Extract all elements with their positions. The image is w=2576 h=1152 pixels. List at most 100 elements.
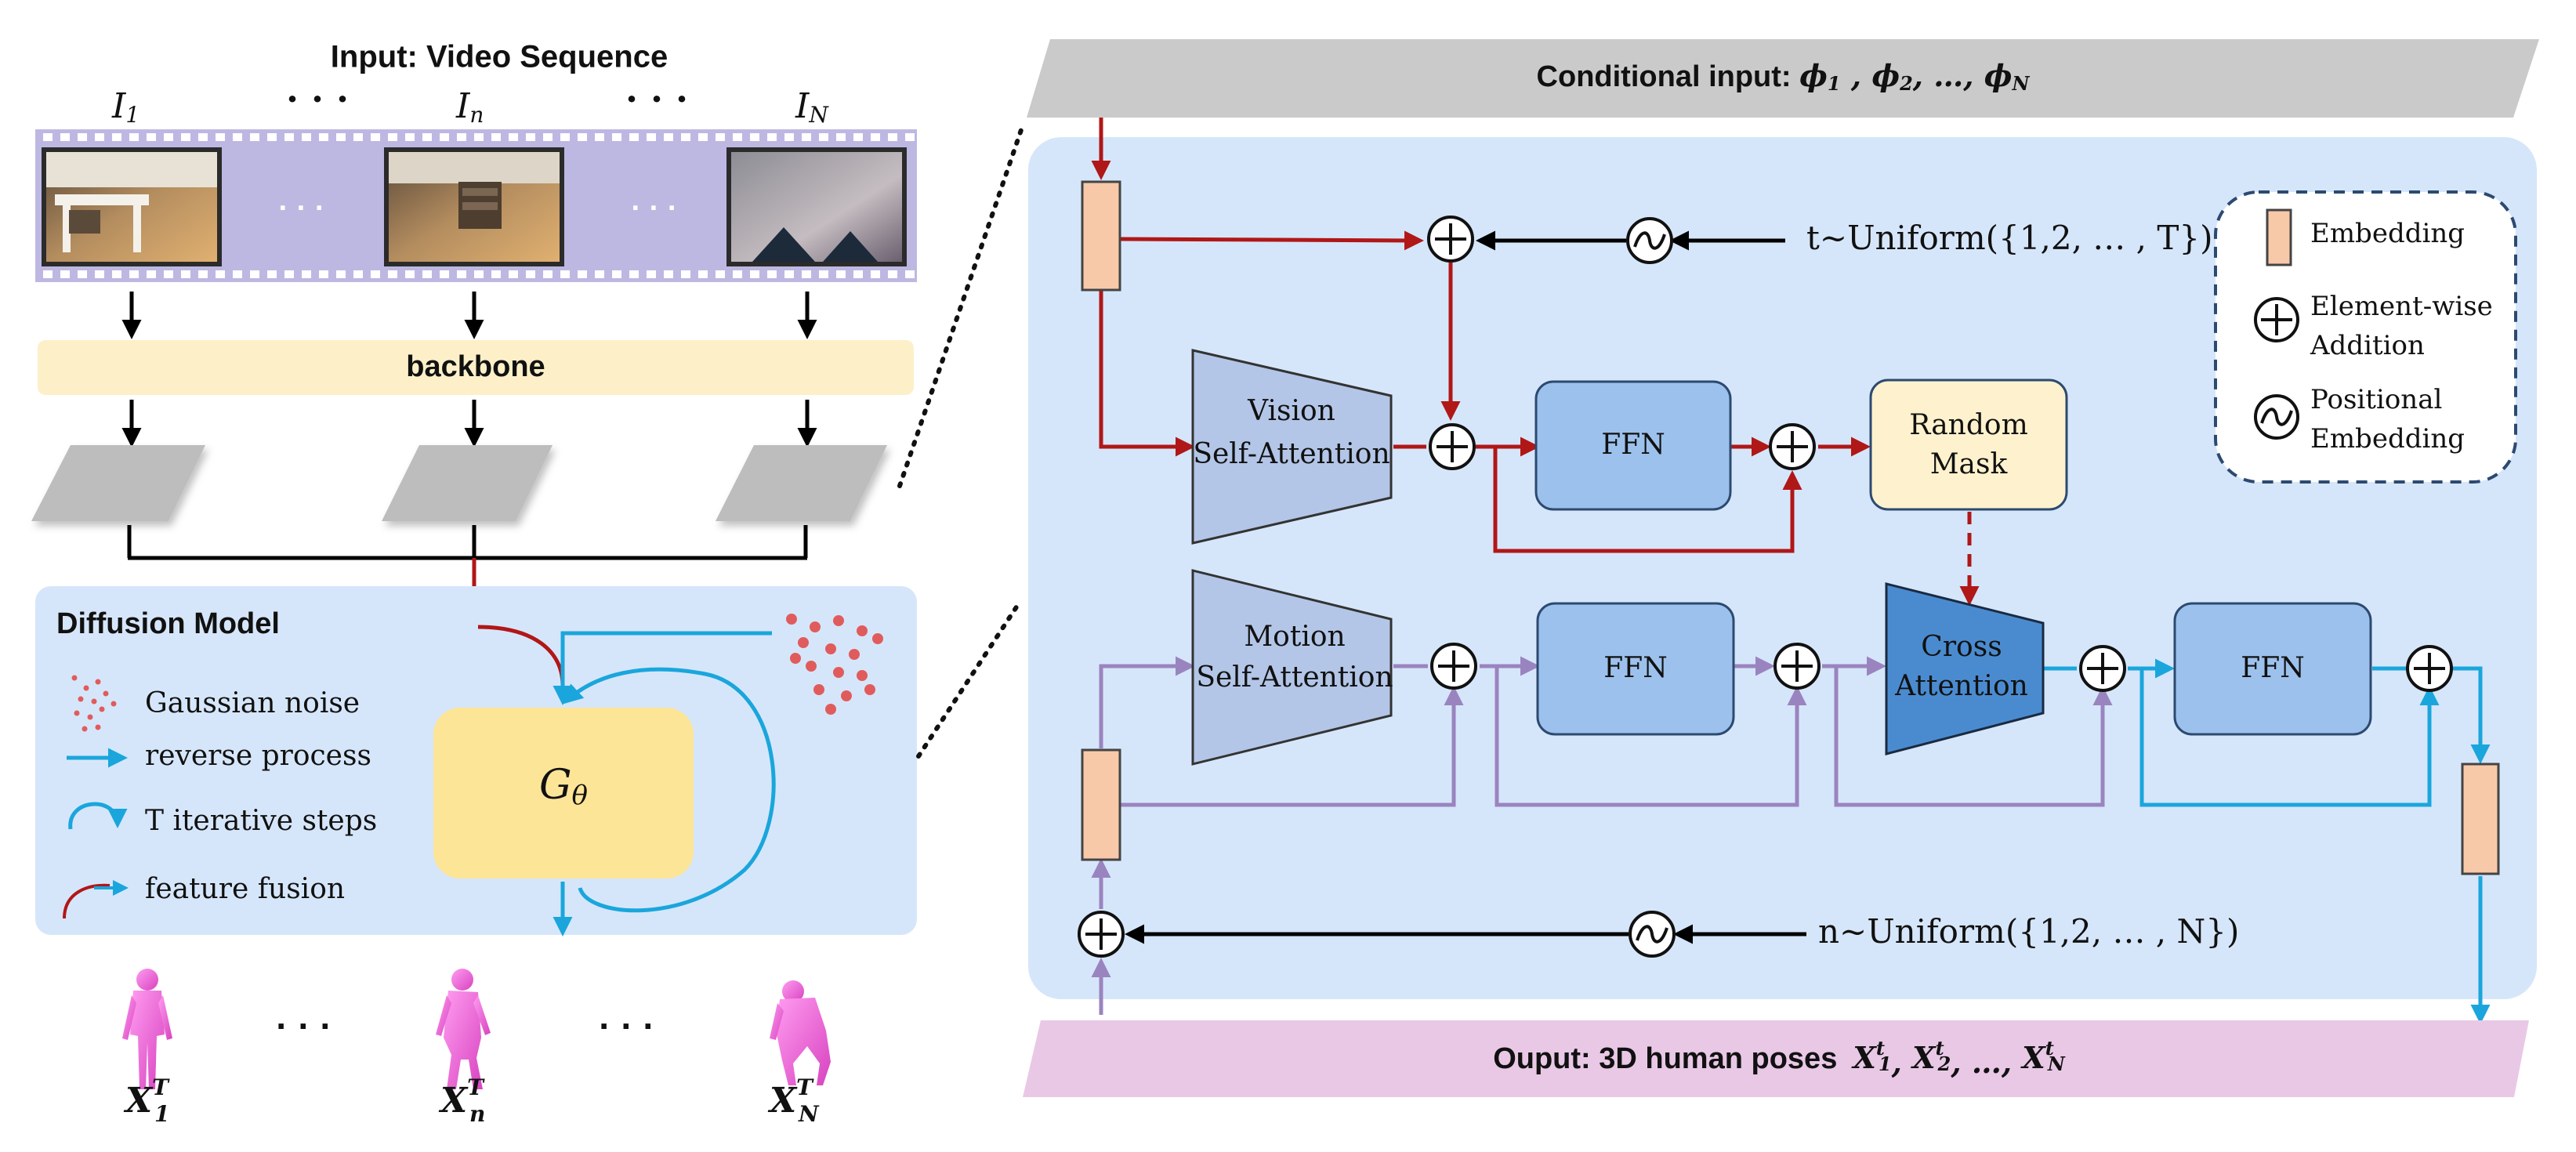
frame-label-N: IN bbox=[795, 86, 829, 128]
feature-merge-lines bbox=[127, 525, 808, 560]
cross-attention-line1: Cross bbox=[1921, 631, 2002, 663]
feature-map-n bbox=[382, 445, 553, 521]
iterative-loop-arrow bbox=[563, 667, 776, 913]
frame-label-n: In bbox=[455, 86, 484, 128]
vision-sa-line1: Vision bbox=[1247, 395, 1335, 427]
add-node-vision-sa bbox=[1429, 423, 1476, 470]
vision-self-attention-block bbox=[1191, 349, 1393, 545]
embedding-box-bottom-right bbox=[2461, 763, 2500, 875]
positional-nodes bbox=[1626, 217, 1676, 958]
backbone-box bbox=[38, 340, 914, 395]
video-frame-n bbox=[384, 147, 564, 266]
video-frame-1 bbox=[42, 147, 222, 266]
timestep-sampling-formula: t∼Uniform({1,2, … , T}) bbox=[1806, 219, 2212, 257]
diffusion-title: Diffusion Model bbox=[56, 607, 280, 640]
legend-gaussian-noise: Gaussian noise bbox=[145, 687, 360, 719]
backbone-to-feature-arrows bbox=[121, 400, 817, 447]
timestep-sampling-arrows bbox=[1125, 230, 1806, 944]
legend-reverse-process: reverse process bbox=[145, 740, 371, 772]
legend-feature-fusion: feature fusion bbox=[145, 873, 345, 905]
embedding-box-bottom-left bbox=[1081, 748, 1121, 861]
noise-dots-icon bbox=[71, 675, 117, 732]
legend-addition-line2: Addition bbox=[2310, 330, 2425, 361]
add-node-motion-ffn bbox=[1773, 643, 1821, 690]
frame-index-sampling-formula: n∼Uniform({1,2, … , N}) bbox=[1818, 912, 2239, 951]
ffn-output-block bbox=[2173, 602, 2372, 736]
output-pose-figures bbox=[122, 969, 831, 1089]
strip-ellipsis-1: · · · bbox=[278, 192, 324, 225]
pose-figure-n bbox=[436, 969, 491, 1089]
noise-cloud-icon bbox=[786, 614, 883, 715]
cross-attention-block bbox=[1885, 582, 2045, 755]
addition-icon bbox=[2254, 297, 2299, 342]
pose-ellipsis-2: · · · bbox=[599, 1005, 655, 1046]
conditional-input-bar bbox=[1027, 39, 2539, 118]
pos-node-timestep bbox=[1626, 217, 1673, 264]
frame-ellipsis-1: · · · bbox=[286, 78, 349, 120]
feature-map-N bbox=[716, 445, 887, 521]
conditional-input-label: Conditional input: ϕ1 , ϕ2, …, ϕN bbox=[1537, 58, 2031, 95]
legend-embedding: Embedding bbox=[2310, 218, 2465, 249]
zoom-connector-lines bbox=[897, 123, 1025, 759]
ffn-vision-label: FFN bbox=[1601, 429, 1665, 461]
pos-node-frame-index bbox=[1629, 911, 1676, 958]
pose-figure-N bbox=[770, 980, 831, 1085]
embedding-box-top bbox=[1081, 180, 1121, 292]
left-panel: Input: Video Sequence I1 · · · In · · · … bbox=[31, 40, 917, 1127]
ffn-output-label: FFN bbox=[2241, 652, 2304, 684]
frame-ellipsis-2: · · · bbox=[625, 78, 688, 120]
right-panel: Conditional input: ϕ1 , ϕ2, …, ϕN Embedd… bbox=[1023, 39, 2539, 1097]
motion-self-attention-block bbox=[1191, 569, 1393, 766]
feature-fusion-icon bbox=[63, 883, 111, 919]
random-mask-block bbox=[1869, 379, 2068, 511]
legend-addition-line1: Element-wise bbox=[2310, 291, 2493, 322]
add-node-motion-sa bbox=[1430, 643, 1477, 690]
strip-ellipsis-2: · · · bbox=[631, 192, 677, 225]
motion-branch-wires bbox=[1091, 656, 2113, 1015]
add-node-frame-index bbox=[1078, 911, 1125, 958]
generator-model-label: Gθ bbox=[539, 762, 588, 812]
input-title: Input: Video Sequence bbox=[331, 40, 668, 74]
output-branch-wires bbox=[2043, 658, 2491, 1024]
addition-nodes bbox=[1078, 216, 2453, 958]
vision-sa-line2: Self-Attention bbox=[1193, 438, 1389, 470]
ffn-vision-block bbox=[1534, 380, 1732, 511]
strip-to-backbone-arrows bbox=[121, 292, 817, 339]
vision-branch-wires bbox=[1091, 118, 1871, 553]
backbone-label: backbone bbox=[406, 350, 545, 383]
frame-label-1: I1 bbox=[111, 86, 139, 128]
pose-ellipsis-1: · · · bbox=[276, 1005, 332, 1046]
legend-positional-line2: Embedding bbox=[2310, 423, 2465, 455]
random-mask-line1: Random bbox=[1909, 409, 2027, 441]
film-strip: · · · · · · bbox=[35, 129, 917, 282]
cross-attention-line2: Attention bbox=[1894, 670, 2028, 702]
pose-figure-1 bbox=[122, 969, 172, 1089]
positional-embedding-icon bbox=[2254, 394, 2299, 440]
motion-sa-line2: Self-Attention bbox=[1196, 661, 1393, 694]
add-node-vision-ffn bbox=[1769, 423, 1816, 470]
generator-model-box bbox=[433, 708, 694, 878]
transformer-panel bbox=[1028, 137, 2537, 999]
right-legend: Embedding Element-wise Addition Position… bbox=[2214, 190, 2517, 484]
embedding-icon bbox=[2266, 208, 2292, 266]
frame-labels: I1 · · · In · · · IN bbox=[111, 78, 829, 128]
feature-map-1 bbox=[31, 445, 205, 521]
feature-maps bbox=[31, 445, 887, 521]
add-node-timestep bbox=[1427, 216, 1474, 263]
ffn-motion-label: FFN bbox=[1603, 652, 1667, 684]
motion-sa-line1: Motion bbox=[1244, 621, 1345, 653]
iterative-steps-icon bbox=[68, 802, 128, 830]
add-node-output-ffn bbox=[2406, 645, 2453, 692]
legend-iterative-steps: T iterative steps bbox=[145, 805, 377, 837]
video-frame-N bbox=[726, 147, 907, 266]
add-node-cross-attn bbox=[2079, 645, 2126, 692]
legend-positional-line1: Positional bbox=[2310, 384, 2442, 415]
noise-to-model-arrow bbox=[553, 631, 772, 705]
output-bar bbox=[1023, 1020, 2529, 1097]
diffusion-legend: Gaussian noise reverse process T iterati… bbox=[63, 675, 377, 919]
